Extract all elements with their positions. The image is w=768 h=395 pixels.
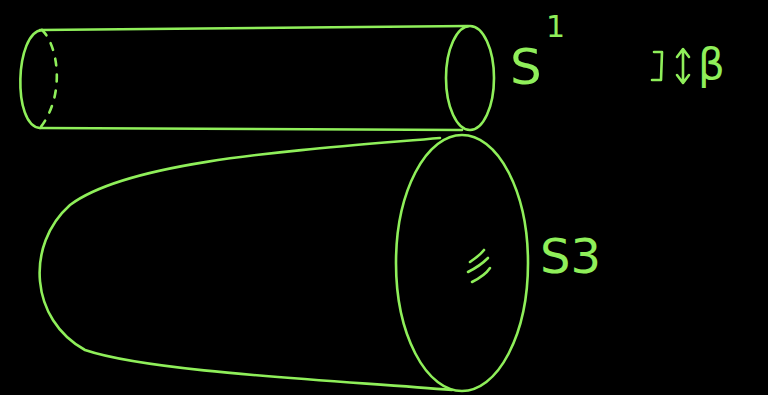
hatch	[470, 250, 484, 262]
circle-label: S	[510, 42, 542, 92]
hatch	[472, 268, 490, 282]
superscript: 1	[546, 12, 565, 42]
ball-boundary	[396, 135, 528, 391]
dimension-arrow	[677, 49, 689, 83]
dimension-bracket	[652, 52, 662, 80]
ball-body	[40, 138, 452, 390]
cylinder-left-end	[20, 30, 42, 128]
dimension-label: β	[698, 44, 725, 86]
hatch	[468, 258, 488, 272]
cylinder-right-end	[446, 26, 494, 130]
sphere-label: S3	[540, 232, 601, 280]
cylinder-top	[40, 26, 468, 30]
cylinder-bottom	[40, 128, 462, 130]
cylinder-hidden-edge	[40, 30, 57, 128]
